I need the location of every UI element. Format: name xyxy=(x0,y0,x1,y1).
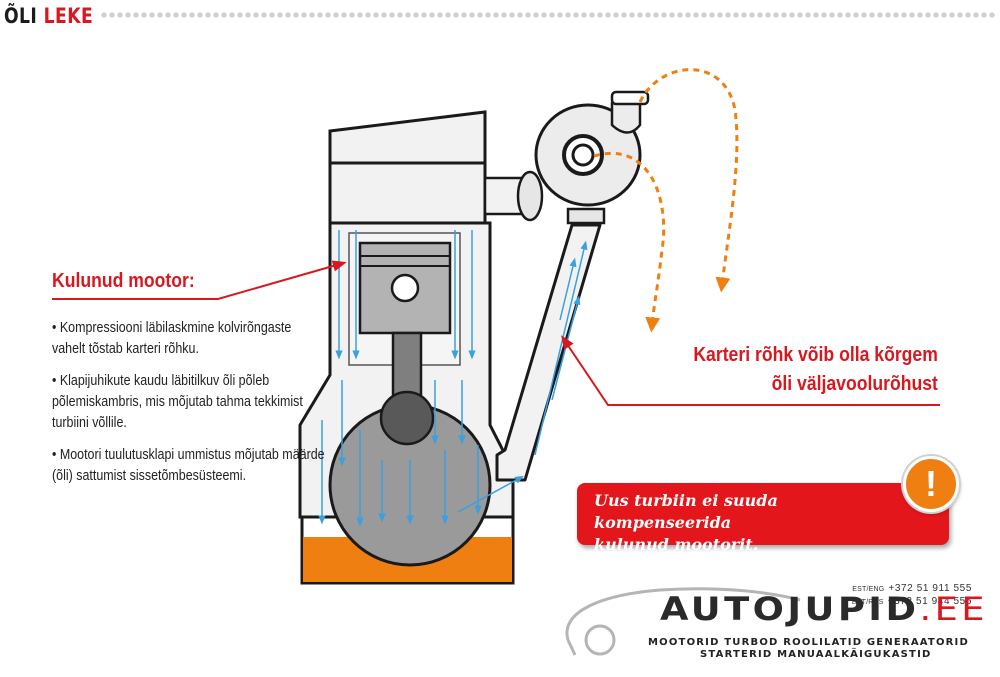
brand-logo: AUTOJUPID.EE xyxy=(660,590,988,628)
intake-pipe xyxy=(483,170,544,222)
turbocharger xyxy=(534,90,650,207)
warning-line-2: kulunud mootorit. xyxy=(594,535,759,554)
header-dot-divider xyxy=(100,8,996,22)
blowby-flow-arrows xyxy=(318,230,588,527)
callout-pointer-lines xyxy=(52,260,940,406)
crank-pin xyxy=(379,390,435,446)
bullet-item: • Klapijuhikute kaudu läbitilkuv õli põl… xyxy=(52,373,303,431)
car-silhouette-icon xyxy=(565,587,801,656)
warning-text: Uus turbiin ei suuda kompenseerida kulun… xyxy=(594,490,914,556)
cylinder-head xyxy=(328,110,487,225)
oil-return-pipe xyxy=(495,223,602,482)
piston xyxy=(358,241,452,335)
contact-line-eng: EST/ENG+372 51 911 555 xyxy=(852,583,972,594)
worn-engine-heading: Kulunud mootor: xyxy=(52,270,195,292)
contact-prefix: EST/ENG xyxy=(852,586,885,593)
contact-phone: +372 51 944 555 xyxy=(887,596,972,607)
oil-leak-arrows xyxy=(593,68,739,333)
brand-domain: .EE xyxy=(919,590,989,628)
brand-tagline-1: MOOTORID TURBOD ROOLILATID GENERAATORID xyxy=(648,637,969,648)
warning-box xyxy=(577,483,949,545)
brand-name: AUTOJUPID xyxy=(660,590,920,628)
title-part-2: LEKE xyxy=(43,4,94,28)
warning-line-1: Uus turbiin ei suuda kompenseerida xyxy=(594,491,778,532)
callout-line-1: Karteri rõhk võib olla kõrgem xyxy=(693,344,938,366)
worn-engine-bullets: • Kompressiooni läbilaskmine kolvirõngas… xyxy=(52,318,325,498)
exclamation-icon: ! xyxy=(903,456,959,512)
oil-drain-flange xyxy=(566,207,606,225)
bullet-item: • Kompressiooni läbilaskmine kolvirõngas… xyxy=(52,320,292,357)
contact-phone: +372 51 911 555 xyxy=(888,583,972,594)
contact-line-rus: EST/RUS+372 51 944 555 xyxy=(852,596,972,607)
contact-prefix: EST/RUS xyxy=(851,599,884,606)
crankcase-pressure-callout: Karteri rõhk võib olla kõrgem õli väljav… xyxy=(693,341,938,399)
title-part-1: ÕLI xyxy=(4,4,38,28)
callout-line-2: õli väljavoolurõhust xyxy=(771,373,938,395)
bullet-item: • Mootori tuulutusklapi ummistus mõjutab… xyxy=(52,447,325,484)
brand-tagline-2: STARTERID MANUAALKÄIGUKASTID xyxy=(700,649,932,660)
page-title: ÕLI LEKE xyxy=(4,4,93,28)
